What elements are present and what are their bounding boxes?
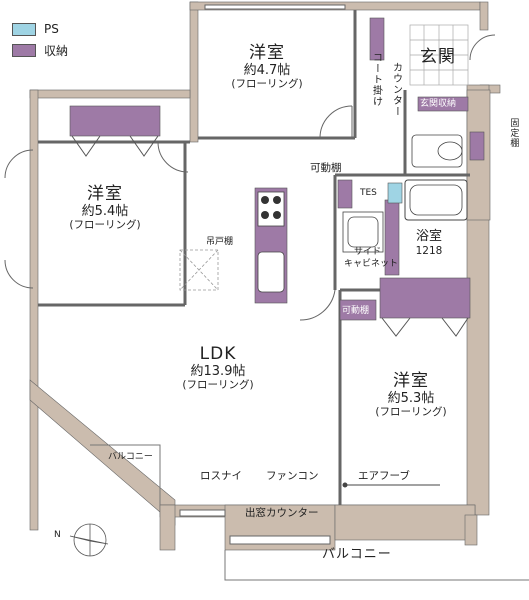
room-floor: (フローリング)	[375, 406, 447, 419]
doors	[4, 34, 496, 321]
counter-label: カウンター	[390, 62, 402, 117]
room-floor: (フローリング)	[182, 379, 254, 392]
room-western-5-4: 洋室 約5.4帖 (フローリング)	[60, 184, 150, 232]
bathtub	[404, 179, 468, 221]
room-name: 洋室	[393, 371, 429, 391]
room-bath: 浴室 1218	[402, 229, 456, 257]
air-hoop-marker	[342, 482, 440, 488]
balcony-main-label: バルコニー	[322, 547, 392, 562]
entrance-storage-label: 玄関収納	[420, 99, 457, 109]
room-western-5-3: 洋室 約5.3帖 (フローリング)	[366, 371, 456, 419]
fan-con-label: ファンコン	[266, 470, 319, 482]
room-ldk: LDK 約13.9帖 (フローリング)	[168, 344, 268, 392]
entrance-tiles	[409, 24, 469, 86]
side-cabinet-label-1: サイド	[354, 247, 382, 257]
room-name: 洋室	[87, 184, 123, 204]
balcony-outline	[90, 444, 529, 581]
room-size: 約5.3帖	[387, 390, 435, 406]
balcony-small-label: バルコニー	[108, 452, 153, 462]
legend-storage-label: 収納	[44, 44, 69, 58]
room-name: 洋室	[249, 43, 285, 63]
washbasin	[342, 211, 384, 253]
room-entrance: 玄関	[420, 47, 456, 67]
kitchen-counter	[254, 187, 288, 304]
legend-ps-label: PS	[44, 22, 59, 36]
room-name: LDK	[199, 344, 237, 364]
ps-swatch	[12, 22, 36, 36]
compass-north-label: N	[54, 530, 61, 540]
room-size: 約13.9帖	[190, 363, 246, 379]
movable-shelf-label-1: 可動棚	[310, 162, 342, 174]
movable-shelf-label-2: 可動棚	[342, 306, 370, 316]
room-floor: (フローリング)	[231, 78, 303, 91]
storage-swatch	[12, 44, 36, 57]
walls	[29, 1, 501, 551]
storage-areas	[69, 17, 485, 321]
bath-size: 1218	[415, 244, 443, 257]
windows	[179, 4, 346, 545]
fridge-space	[179, 249, 219, 291]
tes-label: TES	[360, 188, 377, 198]
ps-shaft	[387, 182, 403, 204]
fixed-shelf-label: 固定棚	[508, 118, 519, 148]
closet-doors	[71, 135, 469, 337]
side-cabinet-label-2: キャビネット	[344, 259, 399, 269]
losnai-label: ロスナイ	[200, 470, 242, 482]
window-counter-label: 出窓カウンター	[245, 507, 319, 519]
room-floor: (フローリング)	[69, 219, 141, 232]
room-western-4-7: 洋室 約4.7帖 (フローリング)	[222, 43, 312, 91]
room-size: 約5.4帖	[81, 203, 129, 219]
hanging-cabinet-label: 吊戸棚	[206, 237, 234, 247]
bath-name: 浴室	[415, 229, 442, 244]
coat-hook-label: コート掛け	[370, 52, 382, 107]
legend-ps: PS	[12, 22, 59, 36]
toilet	[411, 134, 463, 168]
legend-storage: 収納	[12, 42, 68, 59]
compass-rose	[69, 523, 109, 557]
room-size: 約4.7帖	[243, 62, 291, 78]
air-hoop-label: エアフーブ	[358, 470, 410, 482]
